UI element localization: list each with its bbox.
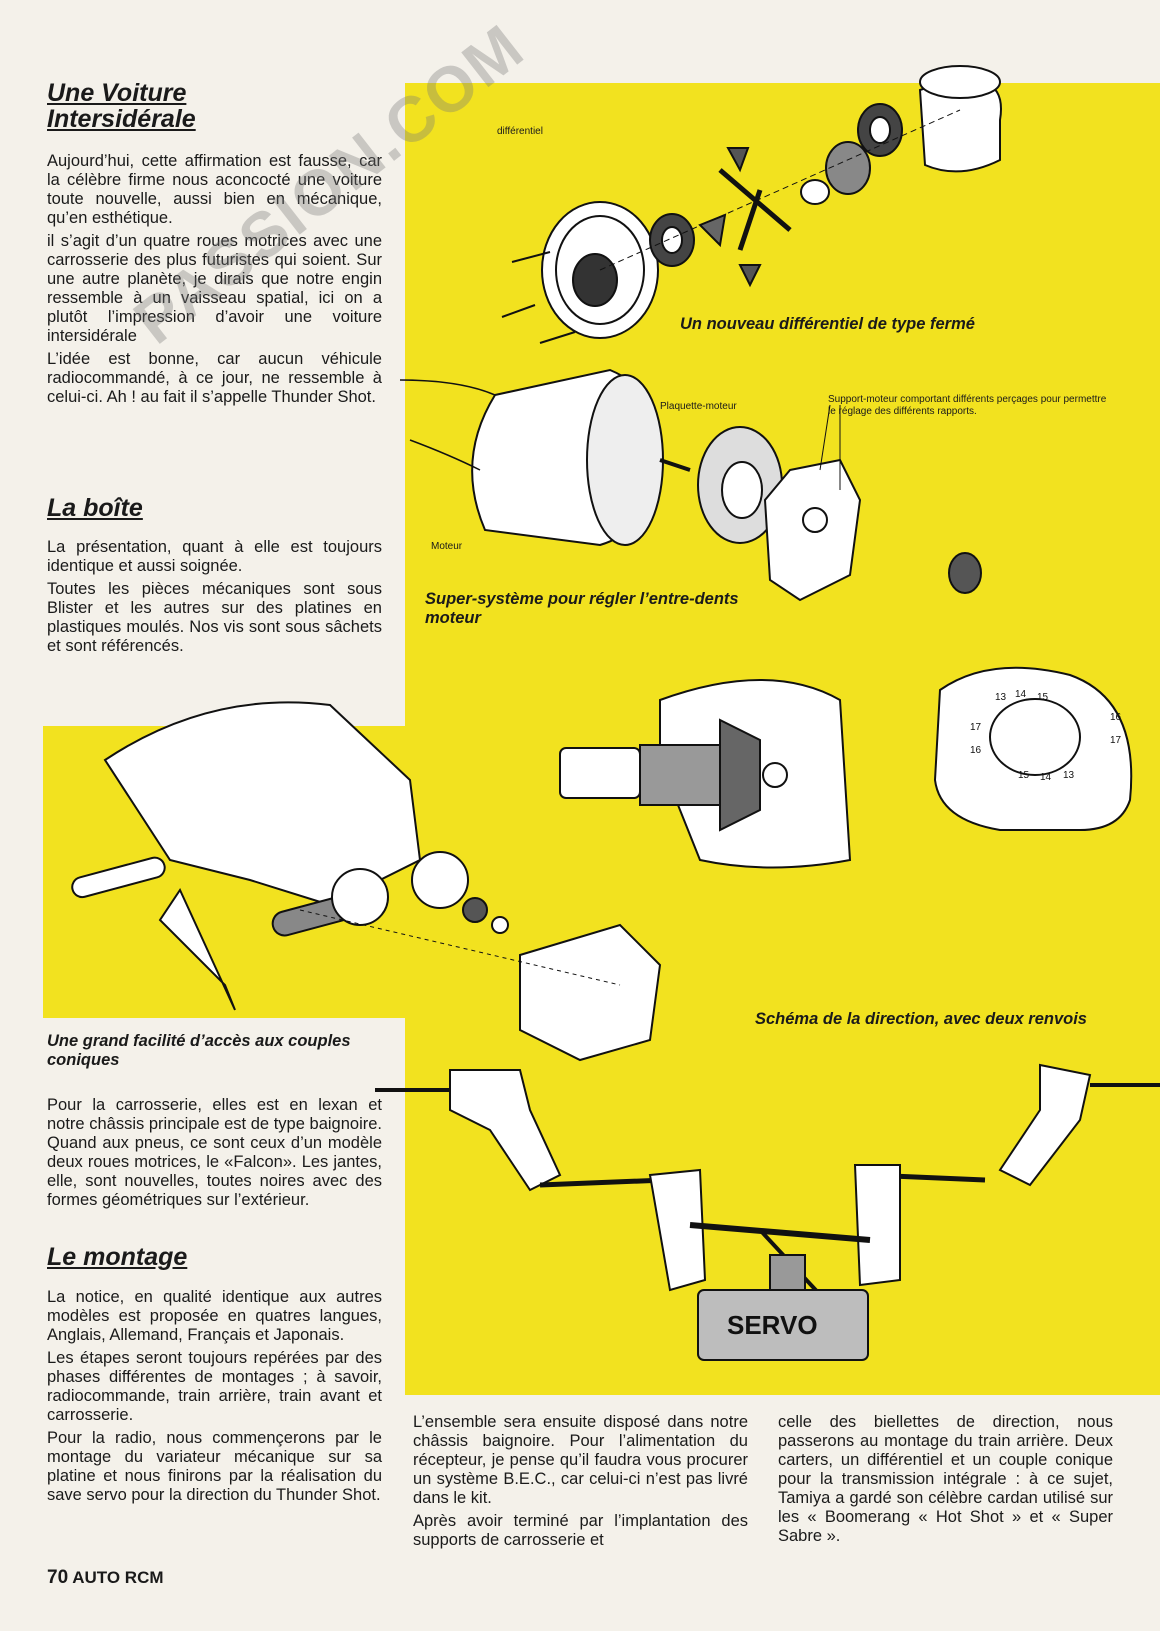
para: L’ensemble sera ensuite disposé dans not… xyxy=(413,1413,748,1507)
bellcrank-left xyxy=(648,1168,707,1292)
label-differentiel: différentiel xyxy=(497,126,543,137)
text-col2: L’ensemble sera ensuite disposé dans not… xyxy=(413,1413,748,1554)
para: il s’agit d’un quatre roues motrices ave… xyxy=(47,232,382,345)
para: Toutes les pièces mécaniques sont sous B… xyxy=(47,580,382,655)
bellcrank-right xyxy=(853,1164,901,1287)
para: Pour la carrosserie, elles est en lexan … xyxy=(47,1096,382,1209)
pinion xyxy=(948,552,982,594)
text-boite: La présentation, quant à elle est toujou… xyxy=(47,538,382,660)
plate-number: 17 xyxy=(970,722,982,733)
plate-number: 16 xyxy=(1110,712,1122,723)
plate-number: 14 xyxy=(1015,689,1027,700)
page-number: 70 xyxy=(47,1567,69,1588)
text-carrosserie: Pour la carrosserie, elles est en lexan … xyxy=(47,1096,382,1214)
left-knuckle xyxy=(449,1069,562,1192)
text-voiture: Aujourd’hui, cette affirmation est fauss… xyxy=(47,152,382,411)
caption-differentiel: Un nouveau différentiel de type fermé xyxy=(680,315,975,333)
gear xyxy=(331,868,389,926)
page-footer: 70 AUTO RCM xyxy=(47,1567,164,1589)
heading-montage: Le montage xyxy=(47,1243,188,1271)
label-moteur: Moteur xyxy=(431,541,463,552)
para: L’idée est bonne, car aucun véhicule rad… xyxy=(47,350,382,406)
plate-number: 15 xyxy=(1018,770,1030,781)
para: Après avoir terminé par l’implantation d… xyxy=(413,1512,748,1549)
plate-number: 15 xyxy=(1037,692,1049,703)
para: celle des biellettes de direction, nous … xyxy=(778,1413,1113,1545)
plate-number: 13 xyxy=(1063,770,1075,781)
magazine-name: AUTO RCM xyxy=(72,1568,164,1587)
para: Les étapes seront toujours repérées par … xyxy=(47,1349,382,1424)
plate-number: 17 xyxy=(1110,735,1122,746)
heading-boite: La boîte xyxy=(47,494,143,522)
plate-number: 13 xyxy=(995,692,1007,703)
label-support: Support-moteur comportant différents per… xyxy=(828,394,1107,417)
caption-moteur: Super-système pour régler l’entre-dents … xyxy=(425,590,739,627)
rear-housing xyxy=(519,923,662,1062)
para: Pour la radio, nous commençerons par le … xyxy=(47,1429,382,1504)
label-plaquette: Plaquette-moteur xyxy=(660,401,737,412)
caption-couples: Une grand facilité d’accès aux couples c… xyxy=(47,1032,351,1069)
text-montage: La notice, en qualité identique aux autr… xyxy=(47,1288,382,1509)
right-knuckle xyxy=(998,1063,1092,1187)
servo-label: SERVO xyxy=(727,1310,818,1340)
plate-number: 16 xyxy=(970,745,982,756)
tie-rod-left xyxy=(539,1177,666,1188)
heading-voiture: Une Voiture Intersidérale xyxy=(47,79,196,133)
para: Aujourd’hui, cette affirmation est fauss… xyxy=(47,152,382,227)
plate-number: 14 xyxy=(1040,772,1052,783)
caption-direction: Schéma de la direction, avec deux renvoi… xyxy=(755,1010,1087,1028)
text-col3: celle des biellettes de direction, nous … xyxy=(778,1413,1113,1550)
para: La présentation, quant à elle est toujou… xyxy=(47,538,382,575)
para: La notice, en qualité identique aux autr… xyxy=(47,1288,382,1344)
